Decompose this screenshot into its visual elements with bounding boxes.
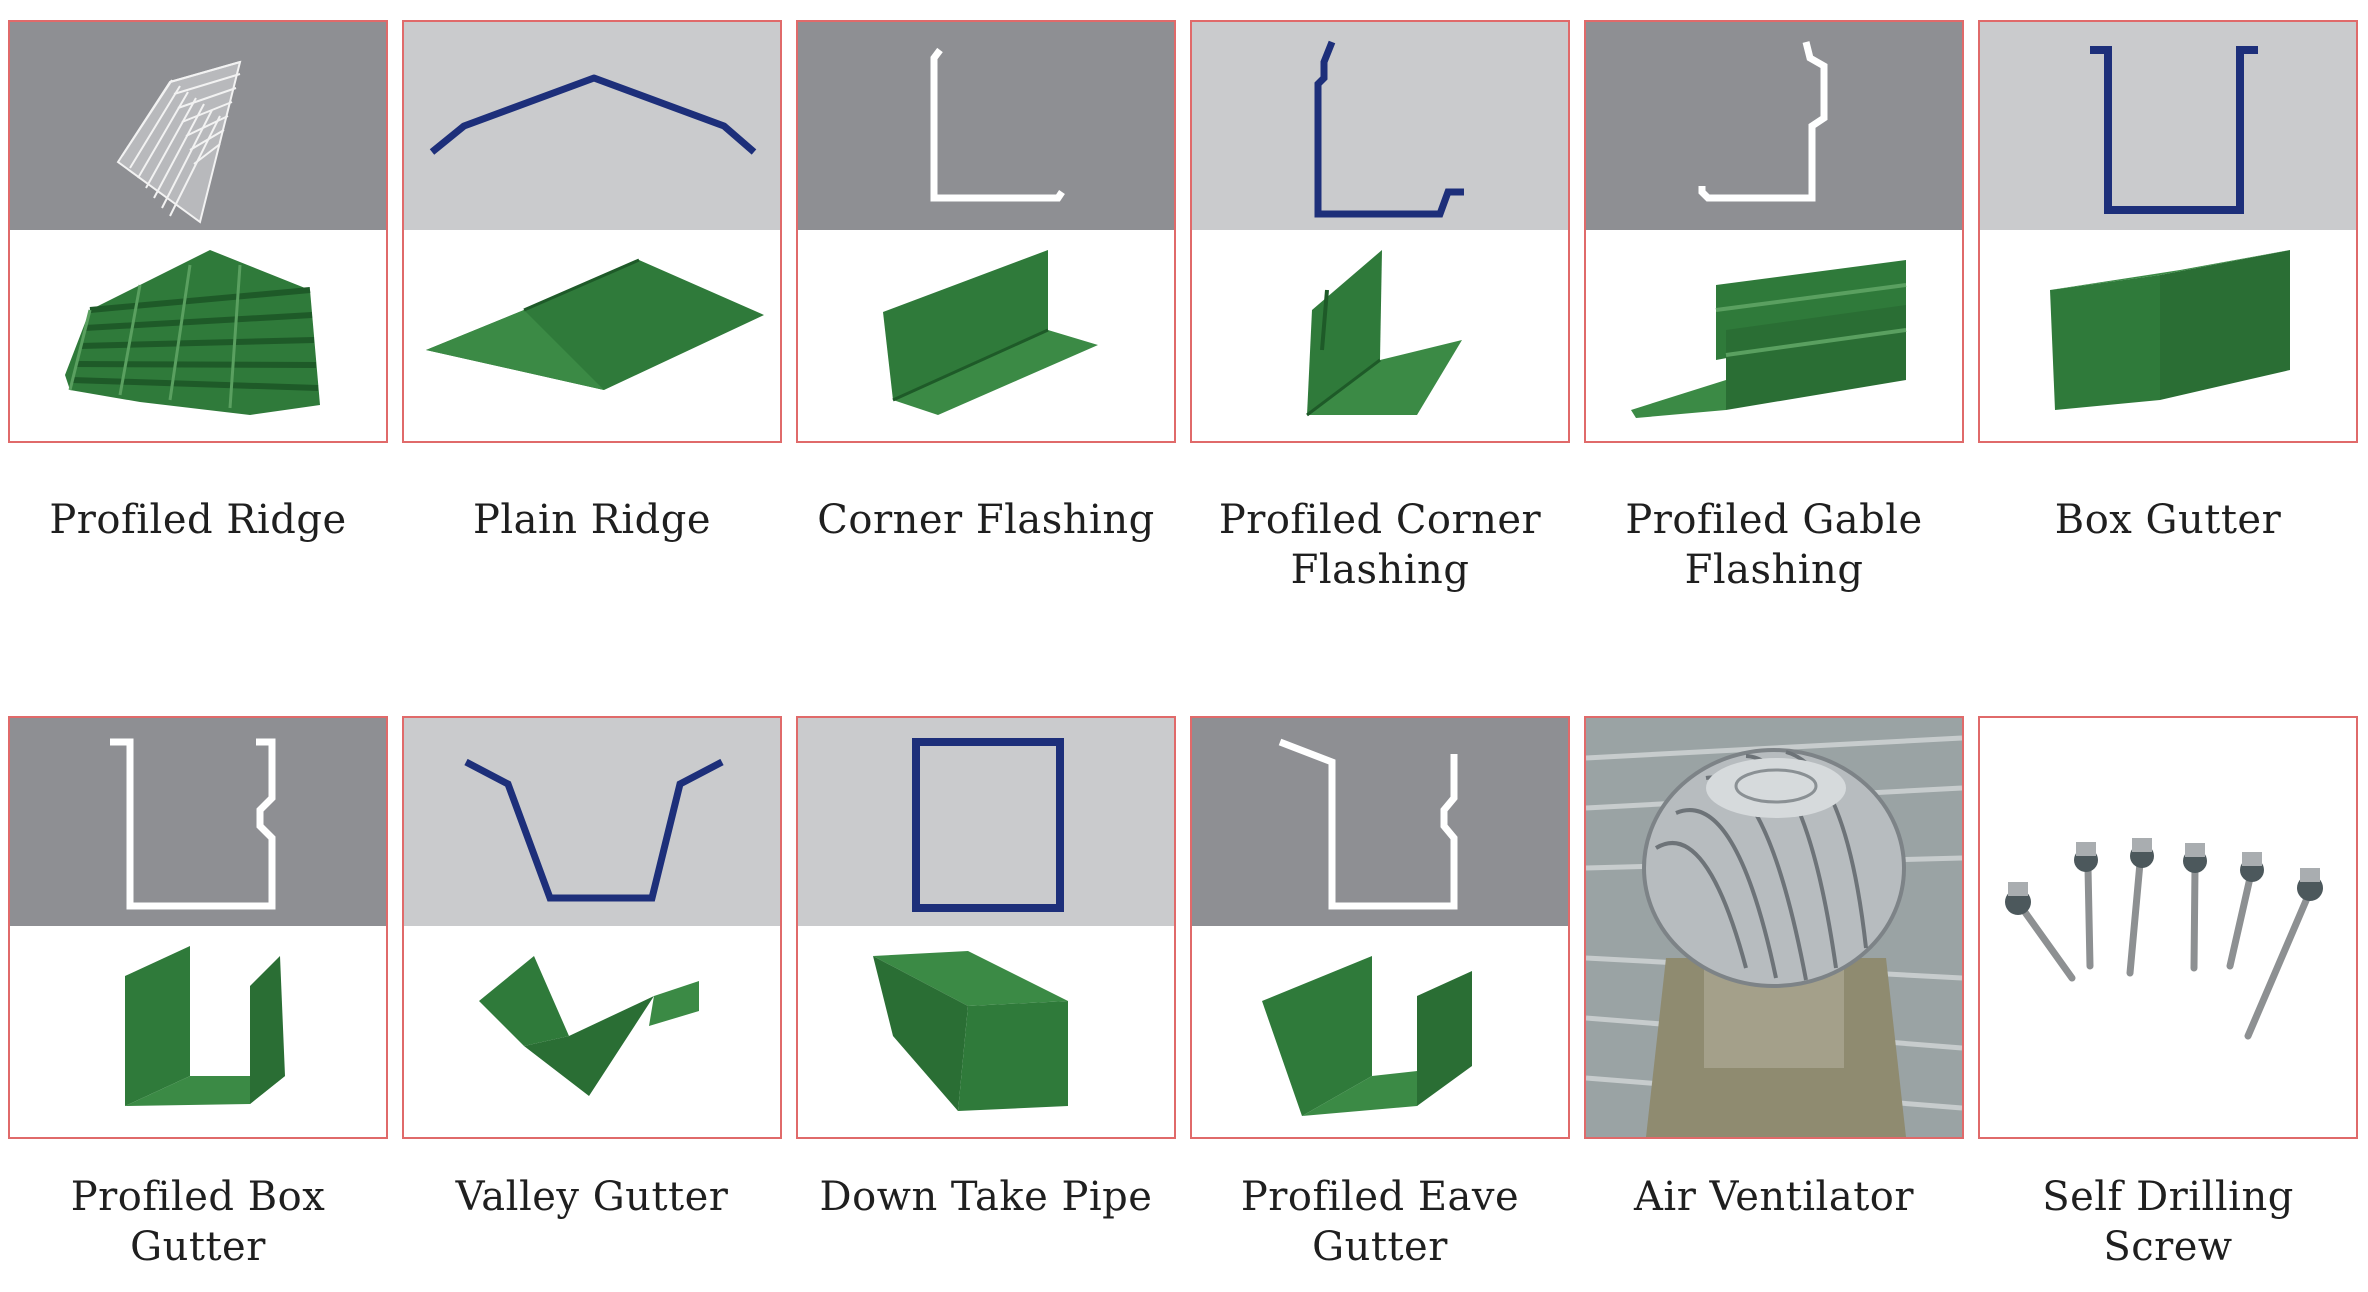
product-render — [10, 230, 386, 441]
product-label: Self Drilling Screw — [2042, 1174, 2294, 1270]
profiled-gable-flashing-sheet-icon — [1631, 260, 1907, 418]
profile-panel — [798, 22, 1174, 230]
product-card-corner-flashing[interactable] — [796, 20, 1176, 443]
product-card-down-take-pipe[interactable] — [796, 716, 1176, 1139]
product-card-profiled-gable-flashing[interactable] — [1584, 20, 1964, 443]
corner-flashing-sheet-icon — [883, 250, 1098, 415]
profiled-box-gutter-profile-icon — [110, 738, 276, 910]
valley-gutter-profile-icon — [464, 758, 724, 902]
profiled-gable-flashing-profile-icon — [1698, 41, 1828, 202]
air-ventilator-photo — [1586, 718, 1962, 1137]
product-render — [798, 230, 1174, 441]
product-label: Profiled Eave Gutter — [1240, 1174, 1520, 1270]
product-label: Profiled Ridge — [49, 497, 347, 543]
down-take-pipe-profile-icon — [912, 738, 1064, 912]
product-card-profiled-ridge[interactable] — [8, 20, 388, 443]
profile-panel — [1192, 718, 1568, 926]
profiled-box-gutter-sheet-icon — [125, 946, 285, 1106]
product-label: Box Gutter — [2054, 497, 2282, 543]
product-label: Plain Ridge — [472, 497, 712, 543]
valley-gutter-sheet-icon — [479, 956, 699, 1096]
profiled-eave-gutter-profile-icon — [1278, 738, 1458, 910]
plain-ridge-sheet-icon — [426, 258, 764, 390]
profiled-corner-flashing-profile-icon — [1314, 40, 1464, 218]
product-label: Profiled Gable Flashing — [1625, 497, 1923, 593]
self-drilling-screw-icon — [2005, 838, 2323, 1040]
product-render — [1192, 230, 1568, 441]
product-label: Profiled Corner Flashing — [1218, 497, 1542, 593]
product-card-profiled-corner-flashing[interactable] — [1190, 20, 1570, 443]
product-card-air-ventilator[interactable] — [1584, 716, 1964, 1139]
product-label: Down Take Pipe — [819, 1174, 1153, 1220]
profile-panel — [404, 22, 780, 230]
product-card-profiled-box-gutter[interactable] — [8, 716, 388, 1139]
product-card-valley-gutter[interactable] — [402, 716, 782, 1139]
profile-panel — [1980, 22, 2356, 230]
box-gutter-sheet-icon — [2050, 250, 2290, 410]
product-render — [404, 926, 780, 1137]
product-label: Valley Gutter — [455, 1174, 729, 1220]
product-label: Corner Flashing — [817, 497, 1155, 543]
down-take-pipe-sheet-icon — [873, 951, 1068, 1111]
profile-panel — [10, 22, 386, 230]
product-render — [404, 230, 780, 441]
product-render — [1586, 230, 1962, 441]
self-drilling-screw-photo — [1980, 718, 2356, 1137]
profiled-ridge-wireframe-icon — [116, 60, 242, 224]
box-gutter-profile-icon — [2090, 46, 2258, 214]
air-ventilator-icon — [1586, 718, 1962, 1137]
profiled-eave-gutter-sheet-icon — [1262, 956, 1472, 1116]
plain-ridge-profile-icon — [429, 74, 757, 155]
product-render — [1980, 230, 2356, 441]
product-card-plain-ridge[interactable] — [402, 20, 782, 443]
corner-flashing-profile-icon — [930, 47, 1065, 202]
product-label: Air Ventilator — [1634, 1174, 1914, 1220]
product-card-box-gutter[interactable] — [1978, 20, 2358, 443]
profiled-ridge-sheet-icon — [65, 250, 320, 415]
profiled-corner-flashing-sheet-icon — [1306, 250, 1462, 417]
profile-panel — [798, 718, 1174, 926]
profile-panel — [10, 718, 386, 926]
product-render — [798, 926, 1174, 1137]
profile-panel — [1192, 22, 1568, 230]
profile-panel — [1586, 22, 1962, 230]
product-card-profiled-eave-gutter[interactable] — [1190, 716, 1570, 1139]
product-render — [10, 926, 386, 1137]
product-card-self-drilling-screw[interactable] — [1978, 716, 2358, 1139]
product-label: Profiled Box Gutter — [70, 1174, 326, 1270]
profile-panel — [404, 718, 780, 926]
product-render — [1192, 926, 1568, 1137]
